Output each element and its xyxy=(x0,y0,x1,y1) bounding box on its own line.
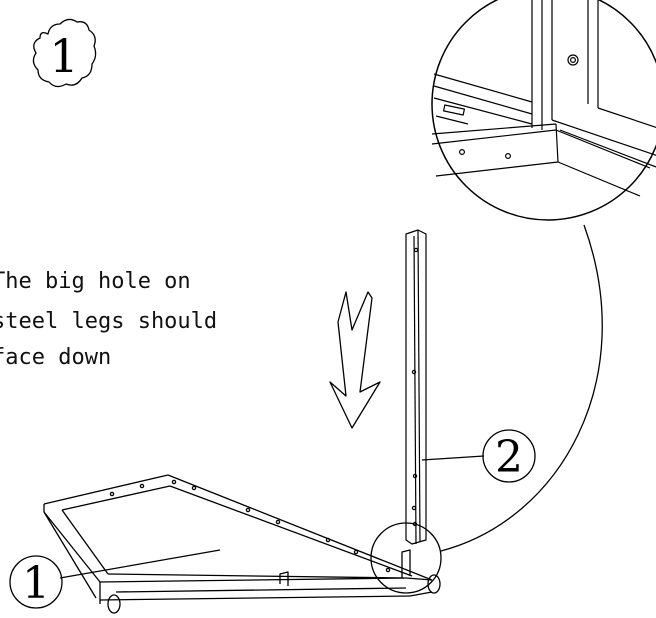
detail-view xyxy=(431,0,656,221)
steel-leg xyxy=(405,229,427,545)
callout-part-2-label: 2 xyxy=(495,432,523,483)
instruction-line-3: face down xyxy=(0,345,111,370)
callout-part-1-label: 1 xyxy=(22,558,50,609)
corner-highlight-circle xyxy=(370,522,442,594)
instruction-line-1: The big hole on xyxy=(0,269,191,294)
detail-connector-arc xyxy=(440,224,603,552)
detail-content xyxy=(431,0,656,197)
instruction-line-2: steel legs should xyxy=(0,309,217,334)
down-arrow-icon xyxy=(329,291,381,429)
detail-circle xyxy=(431,0,656,221)
scalloped-circle-icon xyxy=(32,18,97,88)
step-badge: 1 xyxy=(32,18,97,88)
callout-part-1: 1 xyxy=(9,549,221,609)
step-number: 1 xyxy=(49,29,78,83)
bed-frame xyxy=(43,474,441,614)
callout-part-2: 2 xyxy=(421,429,536,483)
instruction-note: The big hole on steel legs should face d… xyxy=(0,269,217,370)
